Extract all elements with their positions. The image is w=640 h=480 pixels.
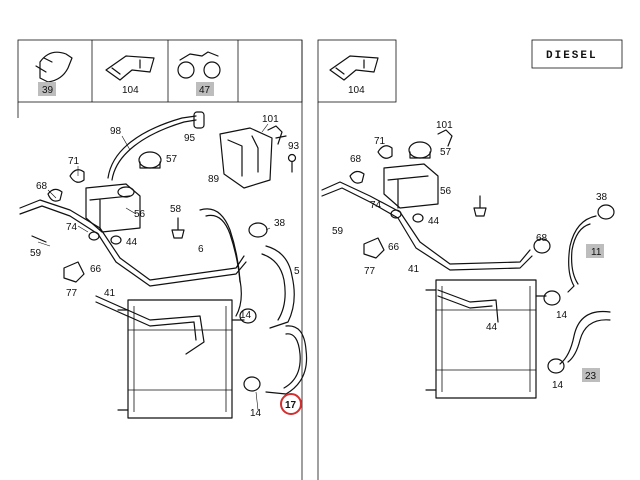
label-r-41: 41 xyxy=(408,264,420,275)
right-gray-label-11: 11 xyxy=(586,244,604,258)
detail-boxes-left xyxy=(17,39,303,103)
label-95: 95 xyxy=(184,133,196,144)
label-r-68: 68 xyxy=(350,154,362,165)
detail-number-39: 39 xyxy=(42,85,54,96)
right-gray-label-23: 23 xyxy=(582,368,600,382)
label-77: 77 xyxy=(66,288,78,299)
detail-number-104-right: 104 xyxy=(348,85,365,96)
left-labels: 98 95 101 93 57 71 68 89 74 56 58 44 59 … xyxy=(30,114,300,419)
label-r-23: 23 xyxy=(585,371,597,382)
right-assembly xyxy=(321,129,615,399)
label-r-11: 11 xyxy=(591,247,602,258)
label-41: 41 xyxy=(104,288,116,299)
left-assembly xyxy=(19,111,308,419)
highlighted-part-17: 17 xyxy=(280,393,302,415)
label-93: 93 xyxy=(288,141,300,152)
label-101: 101 xyxy=(262,114,279,125)
label-17: 17 xyxy=(285,400,297,411)
left-frame-line xyxy=(17,40,303,480)
label-r-56: 56 xyxy=(440,186,452,197)
diesel-badge: DIESEL xyxy=(531,39,623,69)
detail-boxes-right xyxy=(317,39,397,103)
label-14-lower: 14 xyxy=(250,408,262,419)
label-r-101: 101 xyxy=(436,120,453,131)
right-labels: 71 101 68 57 56 74 44 38 59 66 44 68 77 … xyxy=(332,120,608,391)
label-74: 74 xyxy=(66,222,78,233)
label-57: 57 xyxy=(166,154,178,165)
detail-number-104: 104 xyxy=(122,85,139,96)
label-89: 89 xyxy=(208,174,220,185)
label-r-77: 77 xyxy=(364,266,376,277)
label-r-68b: 68 xyxy=(536,233,548,244)
label-r-38: 38 xyxy=(596,192,608,203)
label-r-71: 71 xyxy=(374,136,386,147)
label-r-66: 66 xyxy=(388,242,400,253)
label-r-44b: 44 xyxy=(486,322,498,333)
label-59: 59 xyxy=(30,248,42,259)
label-r-14-upper: 14 xyxy=(556,310,568,321)
label-r-57: 57 xyxy=(440,147,452,158)
left-leaders xyxy=(37,123,271,411)
detail-label-47: 47 xyxy=(196,82,214,96)
label-6: 6 xyxy=(198,244,204,255)
diesel-text: DIESEL xyxy=(546,50,598,62)
label-r-44: 44 xyxy=(428,216,440,227)
label-r-74: 74 xyxy=(370,200,382,211)
label-66: 66 xyxy=(90,264,102,275)
label-98: 98 xyxy=(110,126,122,137)
detail-label-39: 39 xyxy=(38,82,56,96)
label-68: 68 xyxy=(36,181,48,192)
label-58: 58 xyxy=(170,204,182,215)
label-r-14-lower: 14 xyxy=(552,380,564,391)
label-14-upper: 14 xyxy=(240,310,252,321)
label-r-59: 59 xyxy=(332,226,344,237)
detail-number-47: 47 xyxy=(199,85,211,96)
label-5: 5 xyxy=(294,266,300,277)
label-38: 38 xyxy=(274,218,286,229)
label-56: 56 xyxy=(134,209,146,220)
label-44: 44 xyxy=(126,237,138,248)
label-71: 71 xyxy=(68,156,80,167)
